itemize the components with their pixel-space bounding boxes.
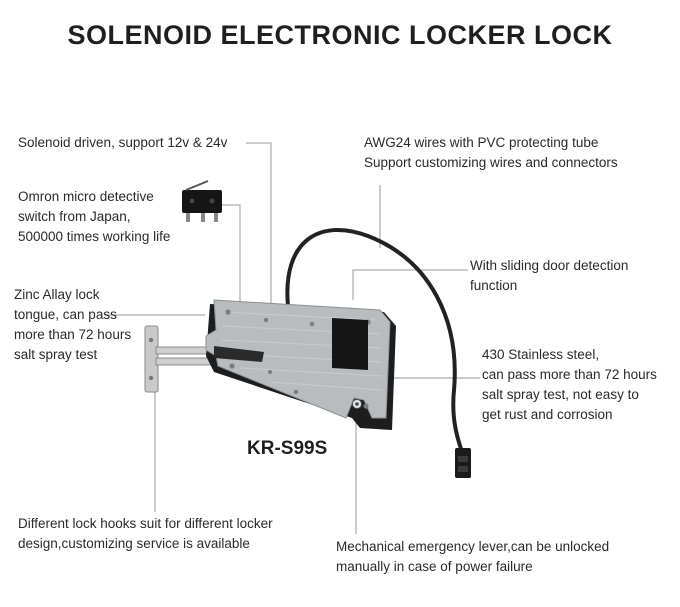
connector-icon xyxy=(455,448,471,478)
note-emergency: Mechanical emergency lever,can be unlock… xyxy=(336,539,610,574)
micro-switch-icon xyxy=(182,180,222,222)
leader-line-solenoid xyxy=(246,142,272,320)
emergency-lever-icon xyxy=(352,399,362,409)
note-lock-hooks: Different lock hooks suit for different … xyxy=(18,516,273,551)
leader-line-sliding-door xyxy=(352,269,468,300)
note-micro-switch: Omron micro detective switch from Japan,… xyxy=(18,189,171,244)
model-label: KR-S99S xyxy=(247,438,328,459)
cable-icon xyxy=(285,227,464,454)
sliding-detection-window-icon xyxy=(332,318,368,370)
note-stainless: 430 Stainless steel, can pass more than … xyxy=(482,347,657,422)
page-title: SOLENOID ELECTRONIC LOCKER LOCK xyxy=(67,20,613,50)
note-wires: AWG24 wires with PVC protecting tube Sup… xyxy=(364,135,618,170)
note-zinc-tongue: Zinc Allay lock tongue, can pass more th… xyxy=(14,287,132,362)
note-sliding-door: With sliding door detection function xyxy=(470,258,629,293)
note-solenoid: Solenoid driven, support 12v & 24v xyxy=(18,135,228,150)
